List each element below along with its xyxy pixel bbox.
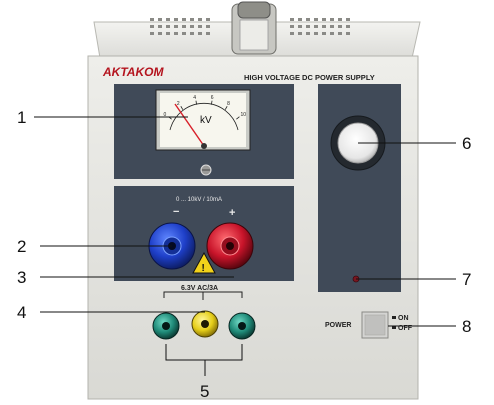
plus-sign: +	[229, 207, 235, 219]
top-cover	[93, 1, 421, 59]
callout-7: 7	[462, 270, 471, 289]
callout-1: 1	[17, 108, 26, 127]
meter-scale-label: 4	[193, 95, 196, 101]
callout-8: 8	[462, 317, 471, 336]
power-on-label: ON	[398, 315, 409, 322]
analog-voltmeter: 0 2 4 6 8 10 kV	[155, 89, 251, 151]
callout-2: 2	[17, 237, 26, 256]
meter-unit: kV	[200, 115, 212, 126]
callout-4: 4	[17, 303, 26, 322]
ac-output-rating: 6.3V AC/3A	[181, 285, 218, 292]
meter-tick	[180, 106, 184, 110]
callout-6: 6	[462, 134, 471, 153]
ac-terminal-right[interactable]	[228, 312, 256, 340]
callout-line-5	[165, 344, 243, 361]
high-voltage-warning-icon: !	[192, 251, 216, 274]
brand-logo: AKTAKOM	[102, 65, 164, 79]
ac-output-bracket	[163, 291, 243, 300]
meter-tick	[195, 100, 198, 105]
svg-text:!: !	[202, 263, 205, 274]
meter-scale-label: 8	[227, 101, 230, 107]
ac-terminal-left[interactable]	[152, 312, 180, 340]
control-panel	[318, 84, 401, 292]
meter-scale-label: 0	[163, 112, 166, 118]
ground-terminal[interactable]	[191, 310, 219, 338]
positive-terminal[interactable]	[206, 222, 254, 270]
meter-scale-label: 6	[211, 95, 214, 101]
callout-lines	[34, 116, 456, 376]
power-switch[interactable]	[361, 311, 389, 339]
meter-tick	[210, 100, 213, 105]
callout-3: 3	[17, 268, 26, 287]
power-label: POWER	[325, 322, 351, 329]
meter-needle	[174, 103, 205, 147]
power-off-label: OFF	[398, 325, 413, 332]
meter-tick	[224, 106, 228, 110]
minus-sign: −	[173, 206, 179, 218]
brand-text: AKTAKOM	[102, 65, 164, 79]
meter-scale-label: 2	[177, 101, 180, 107]
meter-tick	[236, 116, 240, 120]
hv-output-rating: 0 ... 10kV / 10mA	[176, 197, 222, 203]
callout-5: 5	[200, 382, 209, 401]
vent-slots-left	[150, 18, 210, 35]
vent-slots-right	[290, 18, 350, 35]
carry-handle	[231, 1, 277, 55]
device-title: HIGH VOLTAGE DC POWER SUPPLY	[244, 73, 375, 82]
meter-scale-label: 10	[241, 112, 247, 118]
